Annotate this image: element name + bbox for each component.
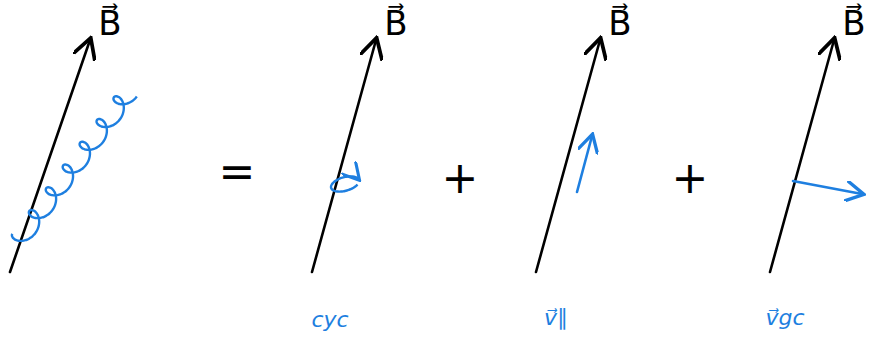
magnetic-field-line (312, 40, 376, 272)
field-label: B⃗ (98, 5, 121, 42)
magnetic-field-line (770, 40, 834, 272)
cyclotron-loop (331, 176, 358, 191)
velocity-arrow (577, 136, 592, 192)
field-label: B⃗ (608, 5, 631, 42)
field-label: B⃗ (384, 5, 407, 42)
plus-sign: + (442, 154, 479, 202)
helical-trajectory (12, 96, 137, 241)
velocity-arrow (793, 181, 862, 194)
component-label: cyc (311, 308, 348, 332)
plus-sign: + (672, 154, 709, 202)
component-label: v⃗∥ (544, 306, 568, 330)
component-label: v⃗gc (765, 306, 804, 330)
magnetic-field-line (10, 40, 90, 272)
equals-sign: = (219, 148, 256, 196)
field-label: B⃗ (842, 5, 865, 42)
magnetic-field-line (536, 40, 600, 272)
